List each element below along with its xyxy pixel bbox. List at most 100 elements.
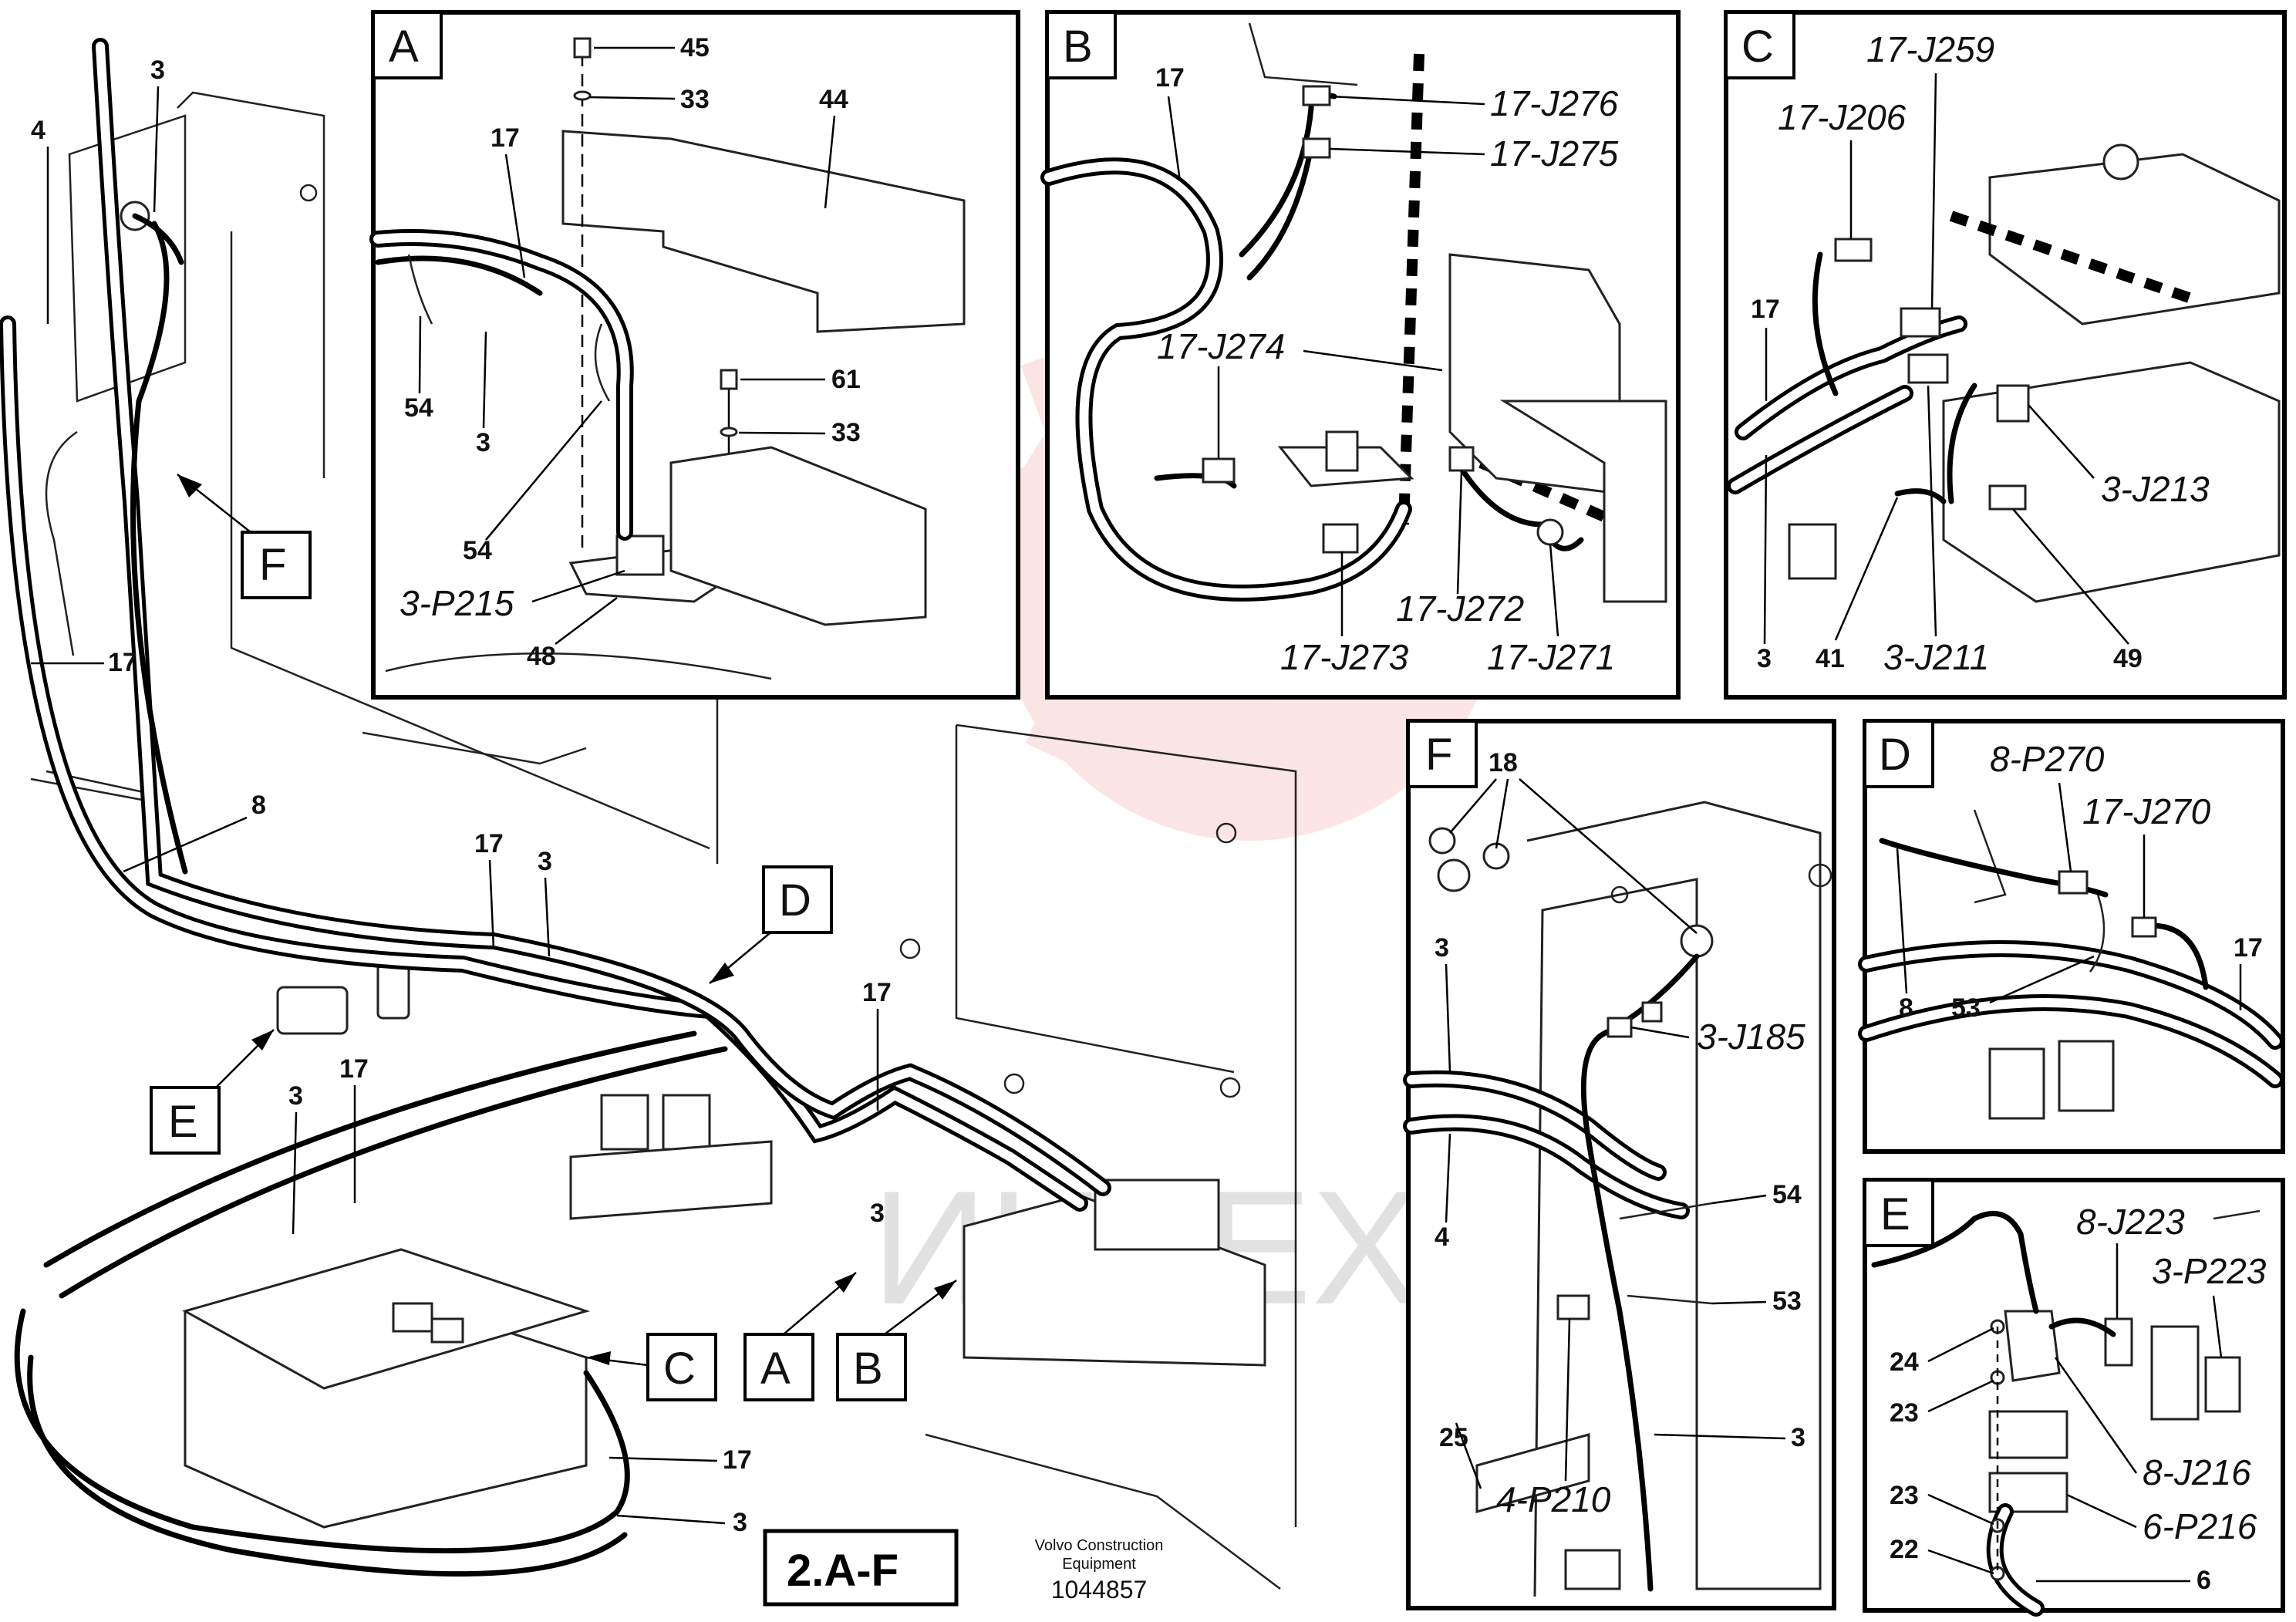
label-3: 3 [733,1508,747,1537]
panel-C-letter: C [1741,22,1774,72]
label-17: 17 [339,1054,369,1084]
callout-C-letter: C [663,1344,696,1394]
connector-block [430,1317,464,1344]
panel-B: B 17 17-J276 17-J275 17-J274 17-J272 [1040,10,1681,700]
main-view [0,38,1297,1590]
connector-3-J185 [1607,1017,1633,1038]
label-49: 49 [2113,644,2143,673]
label-3: 3 [1435,933,1449,963]
callout-B: B [836,1280,957,1401]
cable-socket [132,213,184,265]
washer-33 [573,90,592,101]
label-3: 3 [150,56,165,85]
title-block: 2.A-F Volvo Construction Equipment 10448… [763,1529,1163,1607]
dashed-path [1949,211,2200,306]
label-33: 33 [831,418,861,447]
label-41: 41 [1816,644,1845,673]
label-4-P210: 4-P210 [1496,1479,1611,1519]
label-54: 54 [463,536,492,565]
right-frame [956,723,1297,1527]
label-17: 17 [474,829,504,858]
label-17-J272: 17-J272 [1396,588,1524,629]
callout-D: D [709,865,833,984]
connector-17-J271 [1536,518,1564,546]
label-3: 3 [1757,644,1772,673]
connector-block [1325,430,1359,472]
label-53: 53 [1772,1286,1802,1316]
label-53: 53 [1951,993,1981,1023]
block [1988,1047,2045,1120]
connector-3-J213 [1996,384,2030,423]
panel-plate [1526,801,1822,1597]
label-23: 23 [1890,1481,1919,1510]
cable-8 [1871,1210,2039,1314]
cable [1947,383,1977,504]
cab-frame [230,231,710,850]
label-3: 3 [288,1081,303,1111]
bolt [1808,863,1832,888]
label-17-J276: 17-J276 [1490,83,1619,123]
cable-J272 [1455,460,1584,551]
cable-tie-53 [1627,1294,1713,1305]
connector-17-J276 [1302,85,1331,106]
cable-run [43,1030,697,1268]
cable-17 [375,255,543,296]
label-3-J211: 3-J211 [1883,637,1989,677]
label-22: 22 [1890,1535,1919,1564]
label-44: 44 [819,85,848,114]
panel-A-letter: A [389,22,419,72]
callout-E-letter: E [168,1097,198,1147]
floor-edge [925,1433,1281,1590]
label-3-J185: 3-J185 [1697,1017,1805,1057]
valve [1788,523,1837,580]
callout-D-letter: D [779,875,811,926]
callout-A: A [743,1272,857,1401]
clamp-54 [407,254,433,325]
connector-17-J274 [1202,457,1236,484]
label-23: 23 [1890,1398,1919,1428]
dashed-path [1398,53,1424,525]
label-3: 3 [1791,1423,1805,1452]
handle [30,770,156,804]
label-61: 61 [831,365,861,394]
connector-8-J223 [2104,1317,2133,1367]
label-3-P215: 3-P215 [400,583,514,623]
grommet-18 [1680,924,1714,958]
label-25: 25 [1439,1423,1468,1452]
valve [662,1094,711,1151]
panel-C: C 17-J259 17-J206 17 3-J213 3 41 3-J211 [1724,10,2287,700]
bolt [899,938,921,959]
screw-61 [720,369,738,390]
label-17-J270: 17-J270 [2082,791,2211,831]
label-3: 3 [476,428,491,457]
block [2058,1040,2115,1112]
callout-B-letter: B [853,1344,883,1394]
bolt [1003,1073,1025,1094]
connector-4-P210 [1556,1294,1590,1320]
panel-F-letter: F [1425,730,1452,780]
callout-F: F [177,474,312,599]
bolt [1610,885,1629,904]
grommet-18 [1437,858,1471,892]
label-17: 17 [862,978,892,1007]
cable-17 [1812,251,1839,396]
base-block [1499,400,1667,603]
clamp-54 [594,323,611,402]
floor-edge [385,653,772,680]
callout-C: C [585,1333,717,1401]
panel-A: A 45 33 44 17 54 3 61 [369,10,1020,700]
label-18: 18 [1489,748,1518,777]
indicator-light [2102,143,2139,180]
side-bracket [68,114,187,403]
washer-33 [720,427,738,437]
window-frame [955,725,1235,1074]
grommet [376,963,410,1020]
clip [2213,1209,2261,1220]
bolt [1219,1077,1241,1098]
connector [1641,1001,1663,1023]
grommet-18 [1428,827,1456,855]
label-17: 17 [491,123,520,153]
manufacturer-line2: Equipment [1062,1556,1136,1573]
label-17: 17 [723,1445,752,1475]
screw-45 [573,37,592,59]
